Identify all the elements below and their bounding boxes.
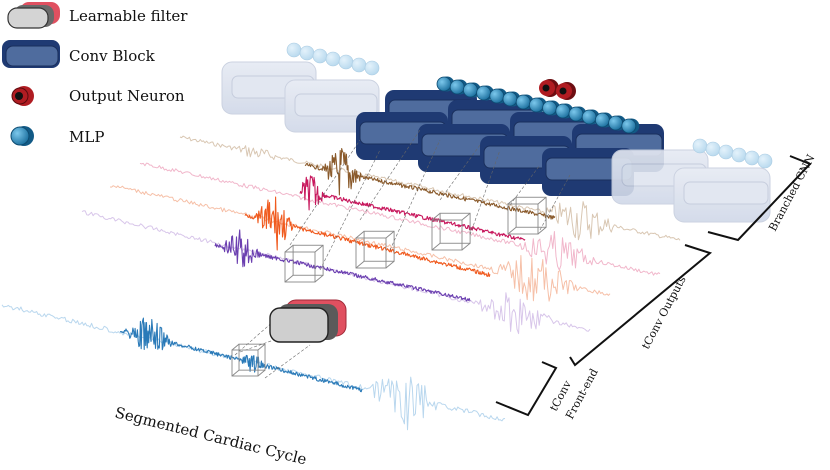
signal-purple-faded [81, 210, 591, 335]
mlp-node-faded [757, 153, 773, 169]
filter-window [431, 212, 471, 251]
mlp-node-faded [325, 51, 341, 67]
learnable-filter-icon [7, 2, 60, 29]
signal-pink-faded [139, 162, 661, 276]
signal-pink [299, 175, 526, 241]
mlp-node-faded [364, 60, 380, 76]
legend: Learnable filter Conv Block Output Neuro… [2, 2, 188, 146]
mlp-node-faded [312, 48, 328, 64]
mlp-node [542, 100, 561, 116]
output-neuron-icon [11, 86, 34, 106]
faded-mlp-left [286, 42, 380, 76]
faded-mlp-right [692, 138, 773, 169]
bracket-front-end [495, 361, 558, 417]
label-branched-cnn: Branched CNN [766, 152, 818, 233]
caption-segmented-cardiac-cycle: Segmented Cardiac Cycle [113, 403, 309, 468]
legend-label-mlp: MLP [69, 128, 104, 146]
faded-cnn-branch-left [221, 61, 380, 133]
legend-label-learnable-filter: Learnable filter [69, 7, 188, 25]
mlp-node-faded [731, 147, 747, 163]
mlp-node [476, 85, 495, 101]
filter-windows [231, 196, 547, 377]
signal-brown [304, 148, 556, 220]
mlp-node [489, 88, 508, 104]
filter-window [355, 230, 395, 269]
filter-window-front [231, 343, 266, 377]
output-neuron [539, 79, 559, 97]
mlp-node [515, 94, 534, 110]
signal-purple [214, 229, 471, 302]
mlp-node-faded [286, 42, 302, 58]
mlp-node-faded [299, 45, 315, 61]
filter-window [284, 244, 324, 283]
signal-brown-faded [179, 135, 681, 241]
mlp-node [449, 79, 468, 95]
signal-orange-faded [109, 185, 611, 302]
bracket-branched [707, 155, 812, 242]
conv-block-icon [2, 40, 60, 68]
conv-blocks-active [356, 90, 664, 196]
mlp-node-faded [705, 141, 721, 157]
mlp-node-faded [718, 144, 734, 160]
legend-label-conv-block: Conv Block [69, 47, 156, 65]
signal-main [119, 317, 363, 393]
mlp-node-faded [692, 138, 708, 154]
mlp-node-icon [10, 126, 34, 146]
bracket-outputs [569, 244, 713, 367]
label-tconv-outputs: tConv Outputs [639, 274, 689, 352]
output-neurons [539, 79, 576, 100]
legend-label-output-neuron: Output Neuron [69, 87, 185, 105]
mlp-node-faded [338, 54, 354, 70]
mlp-node-faded [351, 57, 367, 73]
signal-orange [244, 196, 491, 278]
learnable-filter [269, 299, 347, 343]
mlp-node [621, 118, 640, 134]
signal-main-faded [1, 304, 506, 431]
mlp-nodes-active [436, 76, 640, 134]
filter-window [507, 196, 547, 235]
signal-traces [1, 135, 681, 431]
output-neuron [556, 82, 576, 100]
mlp-node-faded [744, 150, 760, 166]
faded-cnn-branch-right [611, 149, 771, 223]
